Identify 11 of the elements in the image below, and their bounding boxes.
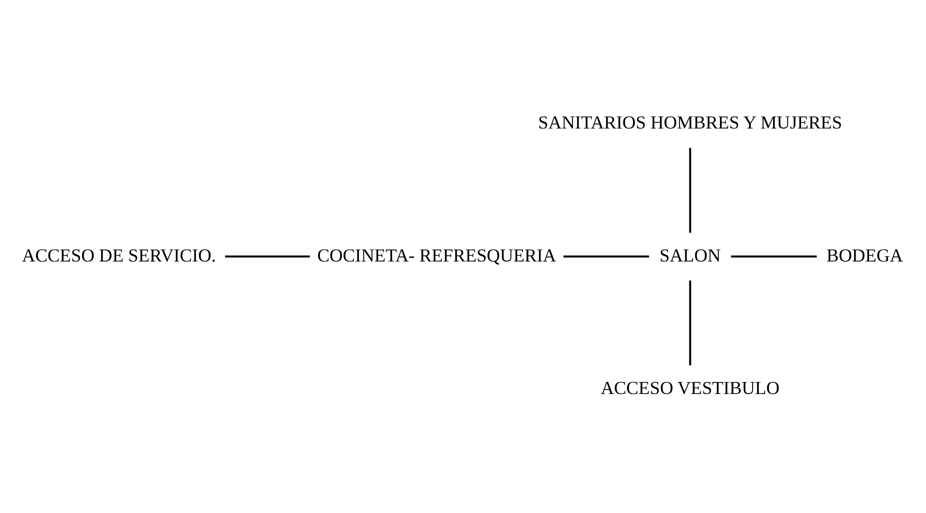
connector bbox=[731, 256, 817, 258]
node-text: ACCESO VESTIBULO bbox=[600, 378, 780, 398]
node-text: SANITARIOS HOMBRES Y MUJERES bbox=[538, 112, 842, 133]
node-text: ACCESO DE SERVICIO. bbox=[22, 245, 216, 266]
connector bbox=[689, 148, 692, 233]
node-text: COCINETA- REFRESQUERIA bbox=[317, 245, 556, 266]
connector bbox=[689, 280, 692, 366]
node-text: SALON bbox=[660, 245, 721, 266]
connector bbox=[563, 256, 650, 258]
connector bbox=[225, 256, 310, 258]
node-text: BODEGA bbox=[826, 245, 904, 266]
